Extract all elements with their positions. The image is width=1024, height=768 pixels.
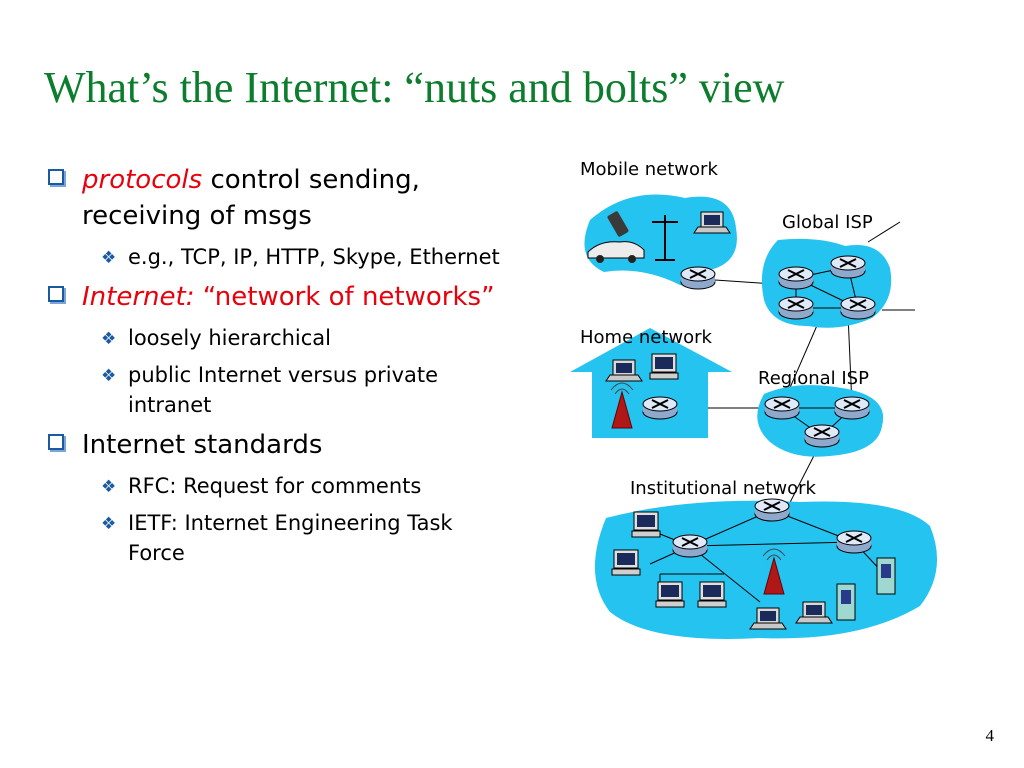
bullet-text: “network of networks” — [194, 282, 495, 312]
regional-isp-label: Regional ISP — [758, 368, 869, 389]
bullet-protocols: protocols control sending, receiving of … — [44, 162, 514, 234]
institutional-network — [594, 498, 938, 639]
bullet-list: protocols control sending, receiving of … — [44, 162, 514, 575]
desktop-icon — [697, 581, 727, 608]
slide-title: What’s the Internet: “nuts and bolts” vi… — [44, 63, 785, 112]
desktop-icon — [631, 511, 661, 538]
diamond-bullet-icon: ❖ — [101, 477, 117, 497]
subbullet-protocol-examples: ❖ e.g., TCP, IP, HTTP, Skype, Ethernet — [44, 242, 514, 272]
car-icon — [587, 241, 645, 263]
global-isp-label: Global ISP — [782, 212, 873, 233]
bullet-emphasis: protocols — [82, 165, 203, 195]
square-bullet-icon — [48, 434, 64, 450]
subbullet-public-private: ❖ public Internet versus private intrane… — [44, 360, 514, 420]
subbullet-text: e.g., TCP, IP, HTTP, Skype, Ethernet — [128, 245, 500, 269]
diamond-bullet-icon: ❖ — [101, 366, 117, 386]
cell-phone-icon — [607, 211, 629, 237]
server-icon — [876, 557, 896, 595]
home-network — [570, 328, 732, 438]
router-icon — [840, 296, 876, 320]
square-bullet-icon — [48, 169, 64, 185]
network-diagram: Mobile network Global ISP Home network R… — [570, 159, 938, 639]
router-icon — [754, 498, 790, 522]
subbullet-hierarchical: ❖ loosely hierarchical — [44, 323, 514, 353]
diamond-bullet-icon: ❖ — [101, 329, 117, 349]
home-network-label: Home network — [580, 327, 713, 348]
router-icon — [834, 396, 870, 420]
bullet-text: control sending, receiving of msgs — [82, 165, 420, 231]
router-icon — [642, 396, 678, 420]
desktop-icon — [655, 581, 685, 608]
subbullet-text: loosely hierarchical — [128, 326, 332, 350]
bullet-text: Internet standards — [82, 430, 323, 460]
subbullet-text: RFC: Request for comments — [128, 474, 422, 498]
desktop-icon — [649, 353, 679, 380]
global-isp — [761, 238, 892, 328]
router-icon — [764, 396, 800, 420]
router-icon — [778, 296, 814, 320]
router-icon — [672, 534, 708, 558]
diamond-bullet-icon: ❖ — [101, 514, 117, 534]
mobile-network-label: Mobile network — [580, 159, 718, 180]
subbullet-text: IETF: Internet Engineering Task Force — [128, 511, 453, 565]
desktop-icon — [611, 549, 641, 576]
router-icon — [804, 424, 840, 448]
institutional-network-label: Institutional network — [630, 478, 817, 499]
regional-isp — [757, 385, 884, 457]
server-icon — [836, 583, 856, 621]
subbullet-rfc: ❖ RFC: Request for comments — [44, 471, 514, 501]
bullet-internet: Internet: “network of networks” — [44, 279, 514, 315]
diamond-bullet-icon: ❖ — [101, 248, 117, 268]
subbullet-ietf: ❖ IETF: Internet Engineering Task Force — [44, 508, 514, 568]
page-number: 4 — [985, 726, 995, 745]
mobile-network — [584, 194, 737, 290]
router-icon — [830, 255, 866, 279]
cell-tower-icon — [652, 215, 678, 261]
router-icon — [680, 266, 716, 290]
square-bullet-icon — [48, 286, 64, 302]
subbullet-text: public Internet versus private intranet — [128, 363, 439, 417]
bullet-emphasis: Internet: — [82, 282, 195, 312]
router-icon — [836, 530, 872, 554]
router-icon — [778, 266, 814, 290]
bullet-standards: Internet standards — [44, 427, 514, 463]
